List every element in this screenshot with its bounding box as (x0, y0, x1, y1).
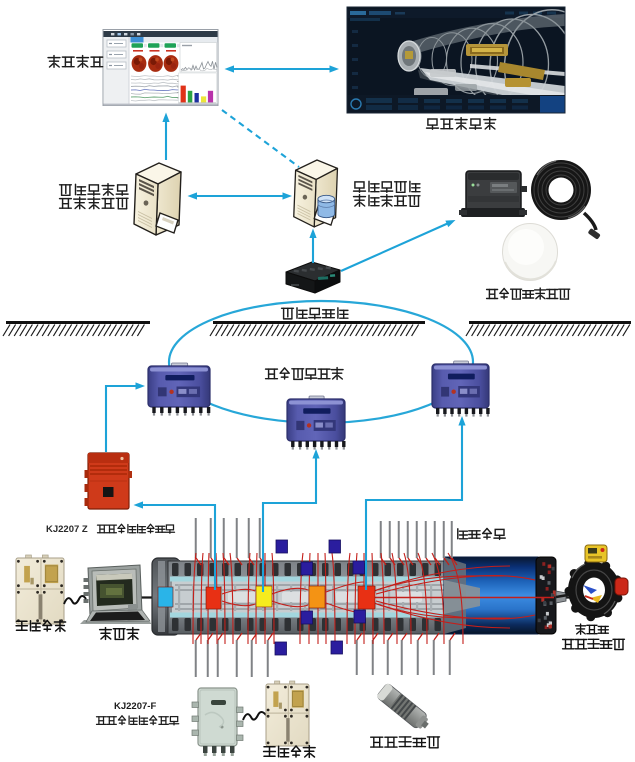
svg-text:KJ2207-F: KJ2207-F (114, 701, 156, 712)
svg-text:KJ2207 Z: KJ2207 Z (46, 524, 88, 535)
